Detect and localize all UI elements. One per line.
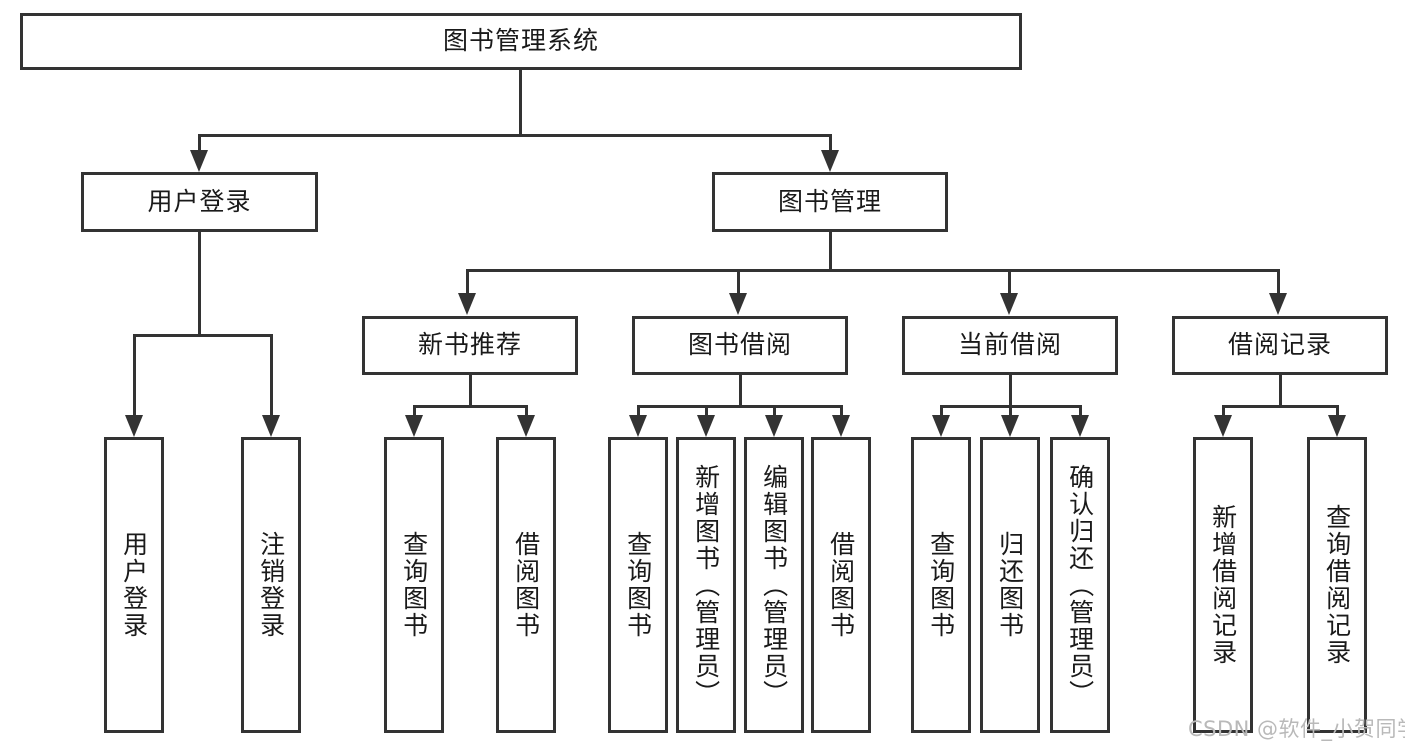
- node-label: 新书推荐: [417, 330, 522, 360]
- node-label: 注销登录: [256, 531, 286, 639]
- connector-drop-leaf-confirm-return: [1079, 405, 1082, 417]
- connector-drop-leaf-return-book: [1009, 405, 1012, 417]
- node-leaf-query-book-borrow[interactable]: 查询图书: [608, 437, 668, 733]
- watermark-text: CSDN @软件_小贺同学: [1188, 717, 1405, 741]
- connector-drop-current-borrow: [1008, 269, 1011, 295]
- connector-user-login-down: [198, 232, 201, 336]
- connector-new-book-recommend-bus: [413, 405, 528, 408]
- node-label: 借阅记录: [1227, 330, 1332, 360]
- connector-drop-leaf-borrow-book-2: [840, 405, 843, 417]
- node-borrow-record[interactable]: 借阅记录: [1172, 316, 1388, 375]
- arrow-to-leaf-edit-book: [765, 415, 783, 437]
- node-label: 新增借阅记录: [1208, 504, 1238, 666]
- node-leaf-confirm-return[interactable]: 确认归还（管理员）: [1050, 437, 1110, 733]
- arrow-to-leaf-user-logout: [262, 415, 280, 437]
- node-leaf-user-logout[interactable]: 注销登录: [241, 437, 301, 733]
- node-label: 图书借阅: [687, 330, 792, 360]
- arrow-to-leaf-query-record: [1328, 415, 1346, 437]
- node-label: 编辑图书（管理员）: [759, 463, 789, 707]
- connector-drop-new-book-recommend: [466, 269, 469, 295]
- node-label: 归还图书: [995, 531, 1025, 639]
- node-label: 查询图书: [399, 531, 429, 639]
- connector-book-borrow-bus: [637, 405, 843, 408]
- connector-borrow-record-bus: [1222, 405, 1339, 408]
- connector-drop-leaf-query-book-3: [940, 405, 943, 417]
- connector-drop-leaf-query-book-1: [413, 405, 416, 417]
- node-leaf-user-login[interactable]: 用户登录: [104, 437, 164, 733]
- node-label: 新增图书（管理员）: [691, 463, 721, 707]
- arrow-to-leaf-query-book-3: [932, 415, 950, 437]
- arrow-to-leaf-return-book: [1001, 415, 1019, 437]
- connector-drop-leaf-query-book-2: [637, 405, 640, 417]
- node-new-book-recommend[interactable]: 新书推荐: [362, 316, 578, 375]
- arrow-to-book-borrow: [729, 293, 747, 315]
- node-label: 用户登录: [147, 186, 252, 216]
- csdn-watermark: CSDN @软件_小贺同学: [1188, 713, 1405, 743]
- connector-level2-drop-book-management: [829, 134, 832, 152]
- node-label: 查询图书: [623, 531, 653, 639]
- arrow-to-leaf-query-book-2: [629, 415, 647, 437]
- arrow-to-leaf-add-record: [1214, 415, 1232, 437]
- arrow-to-book-management: [821, 150, 839, 172]
- node-label: 借阅图书: [511, 531, 541, 639]
- connector-book-borrow-down: [739, 375, 742, 407]
- arrow-to-user-login: [190, 150, 208, 172]
- node-label: 图书管理系统: [442, 26, 599, 56]
- node-label: 查询借阅记录: [1322, 504, 1352, 666]
- connector-level3-bus: [466, 269, 1280, 272]
- connector-drop-leaf-query-record: [1336, 405, 1339, 417]
- node-root-book-management-system[interactable]: 图书管理系统: [20, 13, 1022, 70]
- node-leaf-borrow-book[interactable]: 借阅图书: [811, 437, 871, 733]
- arrow-to-leaf-borrow-book-1: [517, 415, 535, 437]
- arrow-to-leaf-confirm-return: [1071, 415, 1089, 437]
- connector-user-login-bus: [133, 334, 273, 337]
- arrow-to-leaf-query-book-1: [405, 415, 423, 437]
- node-label: 用户登录: [119, 531, 149, 639]
- connector-level2-drop-user-login: [198, 134, 201, 152]
- connector-drop-borrow-record: [1277, 269, 1280, 295]
- connector-level2-bus: [198, 134, 832, 137]
- node-label: 图书管理: [777, 186, 882, 216]
- node-label: 查询图书: [926, 531, 956, 639]
- node-leaf-add-borrow-record[interactable]: 新增借阅记录: [1193, 437, 1253, 733]
- node-book-management[interactable]: 图书管理: [712, 172, 948, 232]
- node-leaf-borrow-book-new-recommend[interactable]: 借阅图书: [496, 437, 556, 733]
- connector-drop-book-borrow: [737, 269, 740, 295]
- connector-drop-leaf-user-login: [133, 334, 136, 417]
- connector-drop-leaf-add-record: [1222, 405, 1225, 417]
- arrow-to-current-borrow: [1000, 293, 1018, 315]
- connector-drop-leaf-add-book: [705, 405, 708, 417]
- arrow-to-new-book-recommend: [458, 293, 476, 315]
- arrow-to-leaf-borrow-book-2: [832, 415, 850, 437]
- connector-current-borrow-down: [1009, 375, 1012, 407]
- connector-borrow-record-down: [1279, 375, 1282, 407]
- node-leaf-edit-book[interactable]: 编辑图书（管理员）: [744, 437, 804, 733]
- connector-new-book-recommend-down: [469, 375, 472, 407]
- node-current-borrow[interactable]: 当前借阅: [902, 316, 1118, 375]
- node-label: 借阅图书: [826, 531, 856, 639]
- connector-root-down: [519, 70, 522, 134]
- arrow-to-borrow-record: [1269, 293, 1287, 315]
- connector-drop-leaf-borrow-book-1: [525, 405, 528, 417]
- node-leaf-add-book[interactable]: 新增图书（管理员）: [676, 437, 736, 733]
- arrow-to-leaf-user-login: [125, 415, 143, 437]
- connector-drop-leaf-edit-book: [773, 405, 776, 417]
- node-book-borrow[interactable]: 图书借阅: [632, 316, 848, 375]
- node-leaf-query-book-new-recommend[interactable]: 查询图书: [384, 437, 444, 733]
- node-leaf-query-borrow-record[interactable]: 查询借阅记录: [1307, 437, 1367, 733]
- node-label: 确认归还（管理员）: [1065, 463, 1095, 707]
- node-user-login[interactable]: 用户登录: [81, 172, 318, 232]
- node-label: 当前借阅: [957, 330, 1062, 360]
- node-leaf-return-book[interactable]: 归还图书: [980, 437, 1040, 733]
- arrow-to-leaf-add-book: [697, 415, 715, 437]
- connector-book-management-down: [829, 232, 832, 272]
- connector-drop-leaf-user-logout: [270, 334, 273, 417]
- node-leaf-query-book-current[interactable]: 查询图书: [911, 437, 971, 733]
